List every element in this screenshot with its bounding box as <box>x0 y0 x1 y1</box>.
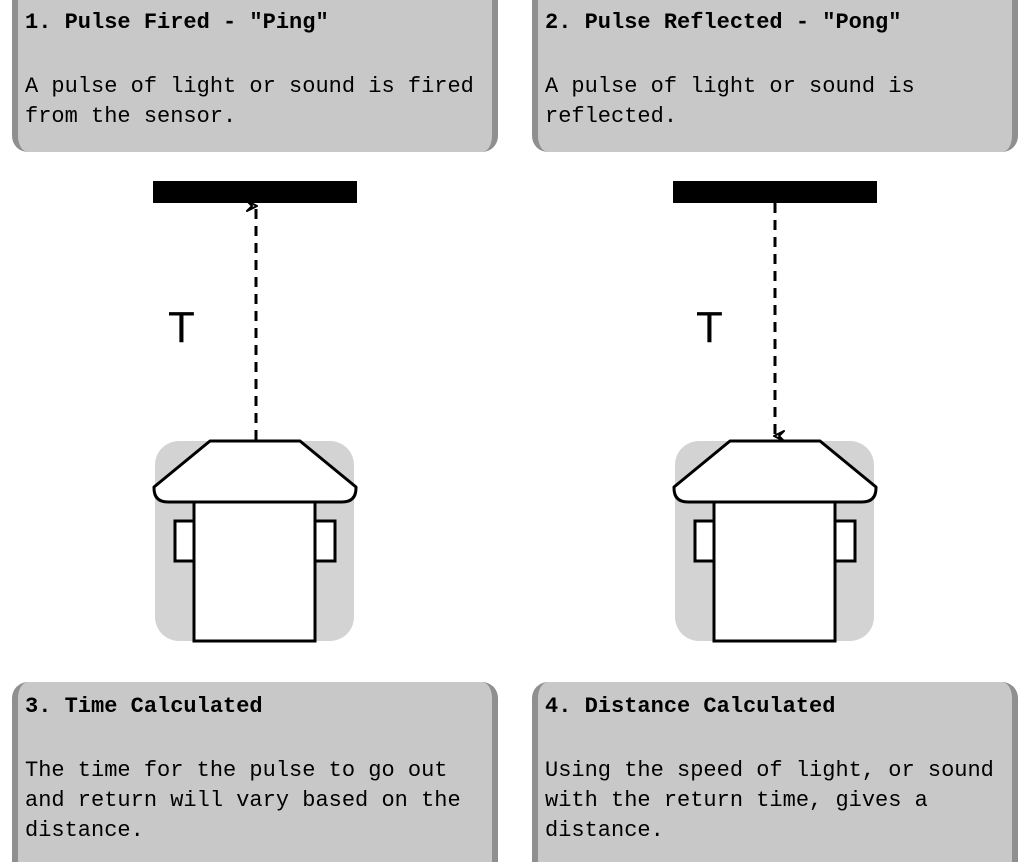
step-3-title: 3. Time Calculated <box>25 694 263 719</box>
step-1-title: 1. Pulse Fired - "Ping" <box>25 10 329 35</box>
step-1-card: 1. Pulse Fired - "Ping" A pulse of light… <box>12 0 498 152</box>
step-3-text: The time for the pulse to go out and ret… <box>25 758 461 843</box>
pong-diagram <box>672 181 878 643</box>
time-label-right: T <box>696 303 723 352</box>
step-2-card: 2. Pulse Reflected - "Pong" A pulse of l… <box>532 0 1018 152</box>
step-4-card: 4. Distance Calculated Using the speed o… <box>532 682 1018 862</box>
obstacle-wall <box>153 181 357 203</box>
ping-diagram <box>152 181 358 643</box>
step-4-title: 4. Distance Calculated <box>545 694 836 719</box>
time-label-left: T <box>168 303 195 352</box>
step-4-text: Using the speed of light, or sound with … <box>545 758 994 843</box>
step-2-title: 2. Pulse Reflected - "Pong" <box>545 10 902 35</box>
robot-sensor-icon <box>672 439 878 643</box>
robot-sensor-icon <box>152 439 358 643</box>
step-1-text: A pulse of light or sound is fired from … <box>25 74 474 129</box>
step-2-text: A pulse of light or sound is reflected. <box>545 74 915 129</box>
step-3-card: 3. Time Calculated The time for the puls… <box>12 682 498 862</box>
obstacle-wall <box>673 181 877 203</box>
